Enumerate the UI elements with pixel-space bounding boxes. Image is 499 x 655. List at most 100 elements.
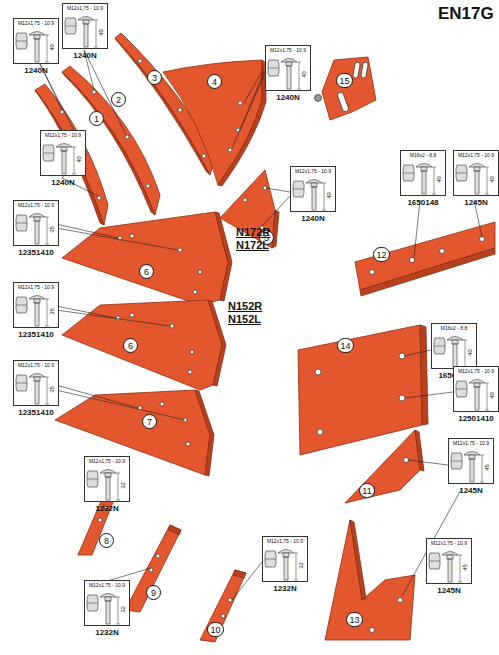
part-10 xyxy=(200,570,246,642)
callout-text: 9 xyxy=(151,588,156,598)
bolt-spec: M12x1,75 - 10.9 xyxy=(14,20,58,26)
dimension: 40 xyxy=(489,176,496,183)
dimension: 40 xyxy=(326,192,333,199)
dimension: 35 xyxy=(49,308,56,315)
dimension: 32 xyxy=(120,482,127,489)
part-14 xyxy=(298,325,422,455)
part-5 xyxy=(220,170,275,248)
bolt-box: M12x1,75 - 10.9451245N xyxy=(448,438,494,484)
dimension: 40 xyxy=(98,29,105,36)
bolt-holes xyxy=(60,59,485,633)
dimension: 32 xyxy=(298,562,305,569)
part-number: 1232N xyxy=(273,584,297,593)
dimension: 32 xyxy=(120,606,127,613)
callout-text: 8 xyxy=(104,536,109,546)
bolt-spec: M12x1,75 - 10.9 xyxy=(85,582,129,588)
dimension: 40 xyxy=(49,44,56,51)
part-number: 1240N xyxy=(24,66,48,75)
part-number: 1232N xyxy=(95,504,119,513)
part-number: 12501410 xyxy=(458,414,494,423)
callout-text: 6 xyxy=(144,267,149,277)
part-6-n152-edge xyxy=(208,300,226,386)
bolt-box: M12x1,75 - 10.9401240N xyxy=(40,130,86,176)
callout-number: 12 xyxy=(373,247,390,262)
callout-number: 2 xyxy=(111,92,126,107)
dimension: 40 xyxy=(436,176,443,183)
part-number: 12351410 xyxy=(18,330,54,339)
title: EN17G xyxy=(438,4,494,24)
callout-number: 15 xyxy=(336,73,353,88)
part-6-n152 xyxy=(62,300,222,390)
bolt-spec: M12x1,75 - 10.9 xyxy=(427,540,471,546)
part-4 xyxy=(163,60,262,185)
part-name: N172R xyxy=(236,226,270,238)
bolt-spec: M12x1,75 - 10.9 xyxy=(41,132,85,138)
part-9-edge xyxy=(168,525,181,535)
bolt-box: M12x1,75 - 10.94012501410 xyxy=(453,366,499,412)
bolt-box: M16x2 - 8.8401650148 xyxy=(400,150,446,196)
callout-text: 14 xyxy=(340,341,350,351)
part-7-edge xyxy=(195,390,214,476)
dimension: 35 xyxy=(49,226,56,233)
slots xyxy=(315,62,369,113)
callout-text: 10 xyxy=(210,625,220,635)
bolt-spec: M12x1,75 - 10.9 xyxy=(85,458,129,464)
part-number: 1245N xyxy=(437,586,461,595)
bolt-box: M12x1,75 - 10.93512351410 xyxy=(13,200,59,246)
part-number: 12351410 xyxy=(18,248,54,257)
part-10-edge xyxy=(233,570,246,578)
callout-text: 12 xyxy=(376,250,386,260)
dimension: 45 xyxy=(484,464,491,471)
bolt-box: M12x1,75 - 10.9401245N xyxy=(453,150,499,196)
callout-text: 1 xyxy=(94,114,99,124)
part-number: 1650148 xyxy=(407,198,438,207)
part-name: N152L xyxy=(228,313,261,325)
part-6-n172-edge xyxy=(215,212,232,301)
part-14-edge xyxy=(420,325,428,425)
bolt-spec: M12x1,75 - 10.9 xyxy=(266,47,310,53)
bolt-spec: M12x1,75 - 10.9 xyxy=(14,284,58,290)
dimension: 40 xyxy=(301,71,308,78)
part-4-edge xyxy=(218,60,266,186)
part-number: 1240N xyxy=(301,214,325,223)
callout-text: 11 xyxy=(362,486,371,496)
callout-number: 7 xyxy=(142,414,157,429)
part-12-edge xyxy=(360,248,495,296)
callout-text: 7 xyxy=(147,417,152,427)
part-number: 1245N xyxy=(459,486,483,495)
part-11-edge xyxy=(415,430,424,471)
bolt-spec: M12x1,75 - 10.9 xyxy=(14,202,58,208)
callout-number: 1 xyxy=(89,111,104,126)
bolt-spec: M12x1,75 - 10.9 xyxy=(454,152,498,158)
bolt-spec: M16x2 - 8.8 xyxy=(401,152,445,158)
bolt-box: M12x1,75 - 10.9321232N xyxy=(262,536,308,582)
part-13-edge xyxy=(350,520,366,600)
dimension: 45 xyxy=(462,564,469,571)
callout-number: 6 xyxy=(123,338,138,353)
dimension: 35 xyxy=(49,386,56,393)
bolt-spec: M12x1,75 - 10.9 xyxy=(263,538,307,544)
part-9 xyxy=(125,525,181,612)
bolt-spec: M12x1,75 - 10.9 xyxy=(63,5,107,11)
bolt-spec: M12x1,75 - 10.9 xyxy=(14,362,58,368)
bolt-box: M12x1,75 - 10.9451245N xyxy=(426,538,472,584)
callout-text: 3 xyxy=(152,73,157,83)
part-number: 1240N xyxy=(73,51,97,60)
callout-number: 8 xyxy=(99,533,114,548)
bolt-box: M12x1,75 - 10.9401240N xyxy=(62,3,108,49)
bolt-spec: M16x2 - 8.8 xyxy=(432,325,476,331)
callout-text: 4 xyxy=(212,77,217,87)
bolt-box: M12x1,75 - 10.93512351410 xyxy=(13,360,59,406)
callout-text: 13 xyxy=(349,615,359,625)
dimension: 40 xyxy=(467,349,474,356)
bolt-spec: M12x1,75 - 10.9 xyxy=(454,368,498,374)
bolt-box: M12x1,75 - 10.93512351410 xyxy=(13,282,59,328)
part-13 xyxy=(325,520,415,640)
callout-text: 15 xyxy=(339,76,349,86)
bolt-box: M12x1,75 - 10.9401240N xyxy=(290,166,336,212)
callout-number: 11 xyxy=(359,483,375,498)
callout-number: 6 xyxy=(139,264,154,279)
